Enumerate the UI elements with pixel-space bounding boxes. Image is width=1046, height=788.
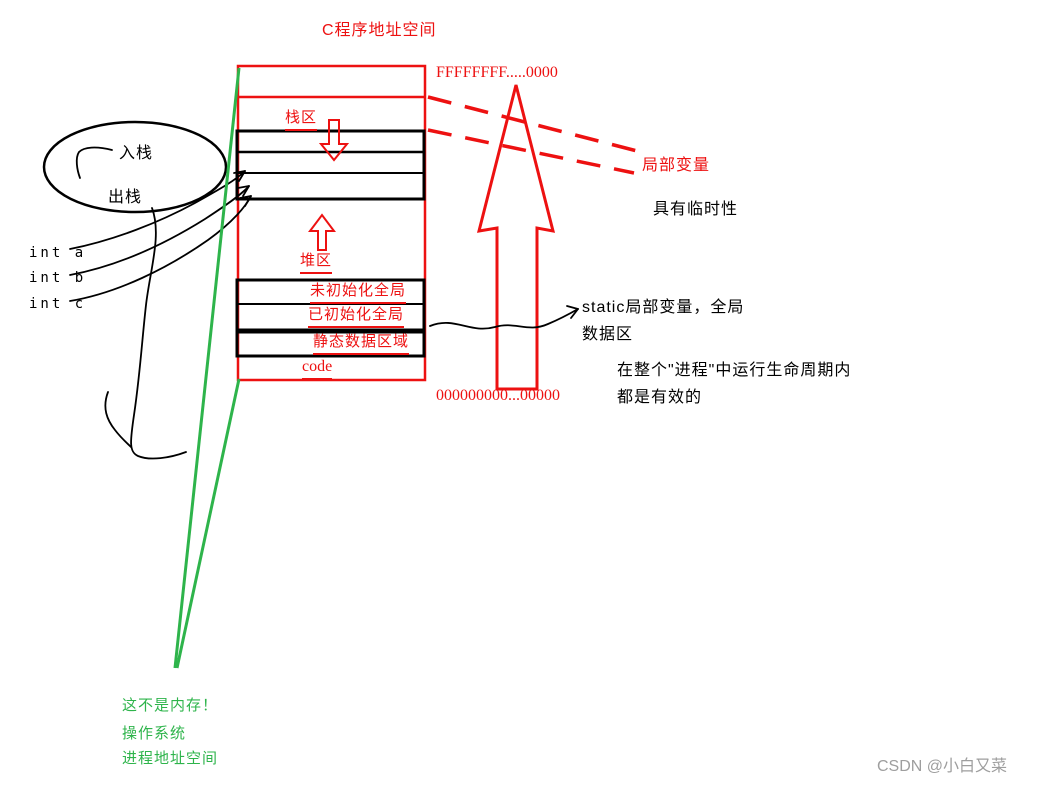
var-b-leader-line <box>69 185 250 276</box>
stack-grow-down-arrow-icon <box>318 119 350 162</box>
diagram-title: C程序地址空间 <box>322 22 437 39</box>
local-variable-note: 局部变量 <box>642 157 711 174</box>
stack-frames-box <box>235 129 426 201</box>
pop-long-stroke <box>130 207 187 460</box>
var-a-leader-line <box>69 170 246 250</box>
green-note-line3: 进程地址空间 <box>122 750 219 767</box>
static-note-line1: static局部变量，全局 <box>582 299 745 316</box>
high-address-label: FFFFFFFF.....0000 <box>436 64 558 81</box>
variable-int-b: int b <box>29 270 87 286</box>
region-uninitialized-label: 未初始化全局 <box>310 282 407 304</box>
big-up-arrow-icon <box>476 84 556 391</box>
region-stack-label: 栈区 <box>285 109 318 131</box>
green-line-top <box>173 67 241 669</box>
green-note-line2: 操作系统 <box>122 725 187 742</box>
region-heap-label: 堆区 <box>300 252 333 274</box>
region-code-label: code <box>302 357 333 380</box>
region-static-data-label: 静态数据区域 <box>313 333 410 355</box>
variable-int-c: int c <box>29 296 87 312</box>
watermark: CSDN @小白又菜 <box>877 758 1008 775</box>
green-note-line1: 这不是内存！ <box>122 697 219 714</box>
dashed-link-top <box>427 95 642 154</box>
var-c-arrowhead-icon <box>239 195 252 207</box>
static-data-box <box>235 330 426 358</box>
address-space-outline <box>236 64 427 382</box>
push-leader-line <box>75 146 113 179</box>
stack-ops-ellipse <box>42 120 228 214</box>
green-line-bottom <box>175 378 241 669</box>
var-a-arrowhead-icon <box>233 170 246 182</box>
static-pointer-line <box>429 308 579 330</box>
push-label: 入栈 <box>119 145 154 162</box>
green-projection-lines <box>173 67 241 669</box>
pop-label: 出栈 <box>108 189 143 206</box>
static-pointer-arrowhead-icon <box>566 305 579 319</box>
globals-box <box>235 278 426 332</box>
var-b-arrowhead-icon <box>237 185 250 197</box>
var-c-leader-line <box>69 195 252 302</box>
bottom-scribble <box>104 391 132 448</box>
lifetime-note-line2: 都是有效的 <box>617 389 703 406</box>
heap-grow-up-arrow-icon <box>308 213 336 251</box>
lifetime-note-line1: 在整个"进程"中运行生命周期内 <box>617 362 852 379</box>
dashed-link-bottom <box>427 128 635 175</box>
hand-scribbles <box>69 146 579 460</box>
static-note-line2: 数据区 <box>582 326 634 343</box>
low-address-label: 000000000...00000 <box>436 387 560 404</box>
region-initialized-label: 已初始化全局 <box>308 306 405 328</box>
temporariness-note: 具有临时性 <box>653 201 739 218</box>
variable-int-a: int a <box>29 245 87 261</box>
